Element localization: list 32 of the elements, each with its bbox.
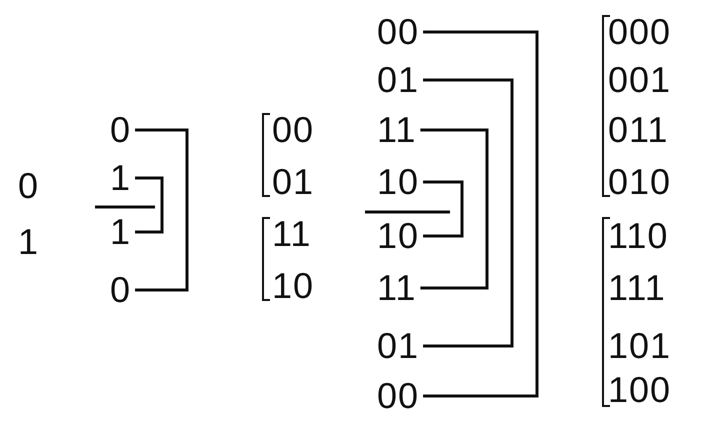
code-digit: 0 (110, 272, 132, 308)
code-word: 00 (272, 112, 314, 148)
code-digit: 1 (110, 160, 132, 196)
reflection-bracket (423, 180, 464, 238)
code-word: 10 (272, 268, 314, 304)
code-digit: 10 (377, 218, 420, 254)
code-word: 000 (608, 14, 672, 50)
code-digit: 10 (377, 164, 420, 200)
reflection-bracket (135, 176, 164, 234)
code-digit: 00 (377, 14, 420, 50)
code-word: 0 (18, 168, 40, 204)
code-word: 011 (608, 112, 668, 148)
code-word: 101 (608, 328, 672, 364)
code-word: 111 (608, 270, 666, 306)
code-word: 010 (608, 164, 672, 200)
code-word: 01 (272, 164, 314, 200)
reflection-bracket (135, 128, 188, 292)
code-digit: 0 (110, 112, 132, 148)
code-digit: 00 (377, 378, 420, 414)
reflection-bracket (423, 30, 538, 398)
code-digit: 01 (377, 62, 420, 98)
reflection-bracket (423, 78, 514, 348)
reflection-bracket (420, 128, 488, 290)
code-word: 001 (608, 62, 672, 98)
code-word: 110 (608, 218, 668, 254)
code-digit: 11 (377, 112, 416, 148)
code-digit: 01 (377, 328, 420, 364)
code-word: 1 (18, 224, 40, 260)
code-word: 100 (608, 372, 672, 408)
code-word: 11 (272, 216, 312, 252)
code-digit: 11 (377, 270, 416, 306)
code-digit: 1 (110, 214, 132, 250)
